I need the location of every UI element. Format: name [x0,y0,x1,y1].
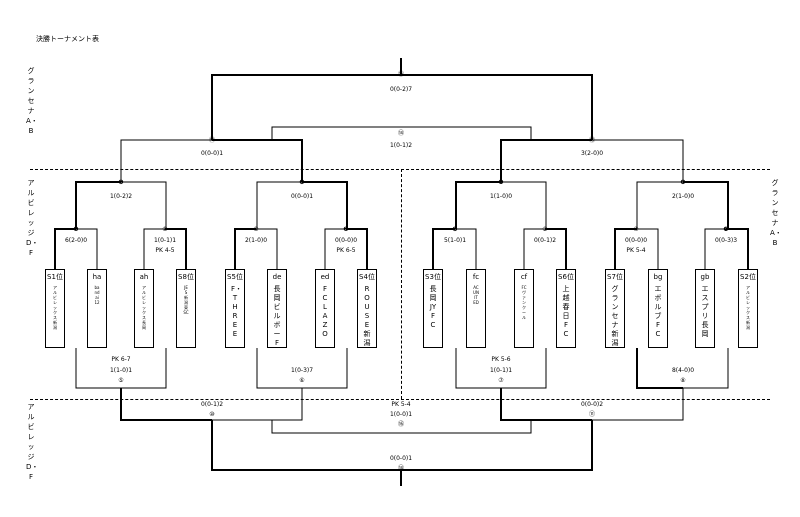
match-score: 0(0-0)1 [290,193,314,200]
match-score: 0(0-0)0 [334,237,358,244]
match-pk: PK 5-4 [626,247,646,254]
r2-line-3 [455,181,547,229]
match-mark: ❽ [680,179,686,186]
match-mark: ⑤ [118,377,124,384]
side-label-bottom-left: アルビレッジD・F [26,403,39,481]
match-score: 0(0-0)0 [624,237,648,244]
team-box: S3位長岡JYFC [423,269,443,348]
match-score: 0(0-0)1 [389,455,413,462]
match-score: 1(0-2)2 [109,193,133,200]
match-mark: ⑪ [588,411,595,418]
match-score: 1(0-1)1 [489,367,513,374]
third-place-line [271,126,532,140]
match-mark: ❼ [498,179,504,186]
match-score: 0(0-0)2 [580,401,604,408]
match-mark: ❸ [452,226,458,233]
divider-bottom [30,399,770,400]
match-score: 0(0-1)2 [200,401,224,408]
divider-center [401,169,402,399]
semi-right-line [500,139,684,182]
side-label-mid-left: アルビレッジD・F [26,179,39,257]
match-mark: ⑬ [588,137,595,144]
r2-line-1 [75,181,167,229]
team-box: S6位上越春日FC [556,269,576,348]
match-mark: ⑭ [397,465,404,472]
match-mark: ❻ [299,179,305,186]
match-mark: ⑧ [680,377,686,384]
page-title: 決勝トーナメント表 [36,35,99,43]
match-score: 0(0-3)3 [714,237,738,244]
team-box: S7位グランセナ新潟 [605,269,625,348]
match-score: 1(0-1)1 [153,237,177,244]
divider-top [30,169,770,170]
match-mark: ⑩ [209,411,215,418]
match-pk: PK 5-4 [391,401,411,408]
side-label-top-left: グランセナA・B [26,67,38,135]
match-mark: ❹ [723,226,729,233]
match-score: 8(4-0)0 [671,367,695,374]
team-box: S1位アルビレックス新潟 [45,269,65,348]
match-score: 1(0-0)1 [389,411,413,418]
match-mark: ③ [542,226,548,233]
match-score: 0(0-0)1 [200,150,224,157]
match-mark: ❷ [343,226,349,233]
match-mark: ⑭ [397,130,404,137]
match-pk: PK 6-7 [111,356,131,363]
match-score: 1(0-3)7 [290,367,314,374]
match-score: 0(0-2)7 [389,86,413,93]
match-mark: ⑦ [498,377,504,384]
match-pk: PK 6-5 [336,247,356,254]
match-score: 1(0-1)2 [389,142,413,149]
match-mark: ① [162,226,168,233]
match-pk: PK 5-6 [491,356,511,363]
match-mark: ⑥ [299,377,305,384]
match-mark: ② [253,226,259,233]
match-mark: ⑫ [208,137,215,144]
match-mark: ④ [633,226,639,233]
match-pk: PK 4-5 [155,247,175,254]
match-score: 2(1-0)0 [671,193,695,200]
match-score: 0(0-1)2 [533,237,557,244]
final-line [211,58,593,140]
match-mark: ❺ [118,179,124,186]
match-score: 1(1-0)1 [109,367,133,374]
team-box: S2位アルビレックス新潟 [738,269,758,348]
match-score: 3(2-0)0 [580,150,604,157]
match-mark: ❶ [73,226,79,233]
match-score: 2(1-0)0 [244,237,268,244]
match-score: 1(1-0)0 [489,193,513,200]
semi-left-line [120,139,303,182]
match-mark: ⑯ [397,421,404,428]
r2-line-4 [636,181,729,229]
match-score: 5(1-0)1 [443,237,467,244]
match-score: 6(2-0)0 [64,237,88,244]
r2-line-2 [256,181,348,229]
match-mark: ⑮ [397,71,404,78]
side-label-mid-right: グランセナA・B [770,179,782,247]
